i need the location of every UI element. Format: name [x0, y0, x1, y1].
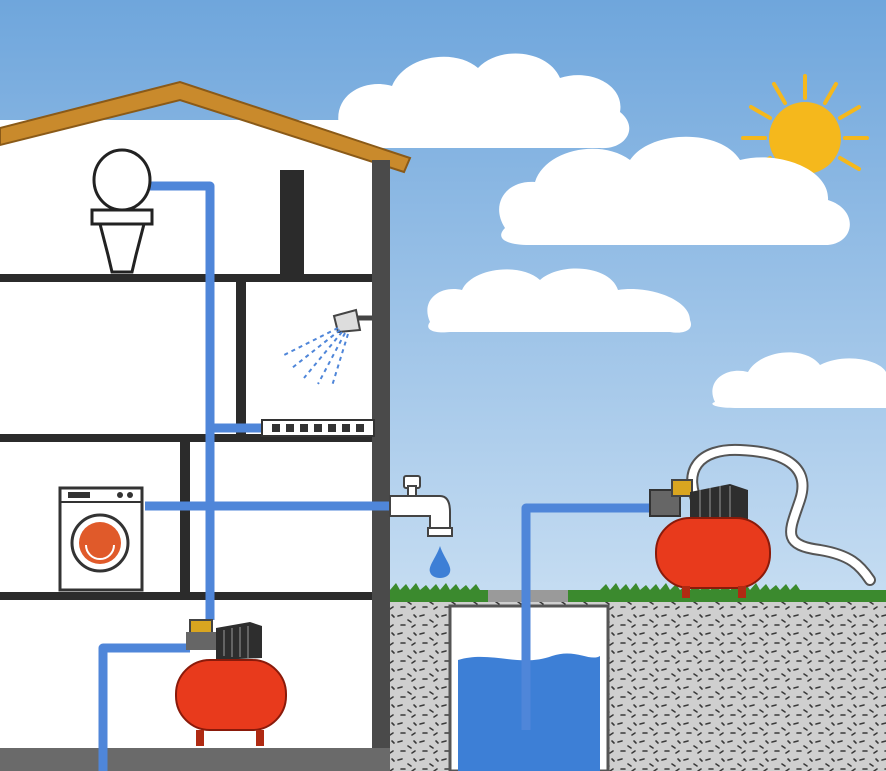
chimney — [280, 170, 304, 278]
floor-attic — [0, 274, 372, 282]
house-outer-wall — [372, 160, 390, 760]
floor-ground — [0, 592, 372, 600]
grass-strip — [380, 590, 886, 602]
partition-wall — [180, 442, 190, 592]
shower-tray — [262, 420, 374, 436]
washing-machine-icon — [60, 488, 142, 590]
partition-wall — [236, 282, 246, 434]
basement-floor — [0, 748, 390, 771]
